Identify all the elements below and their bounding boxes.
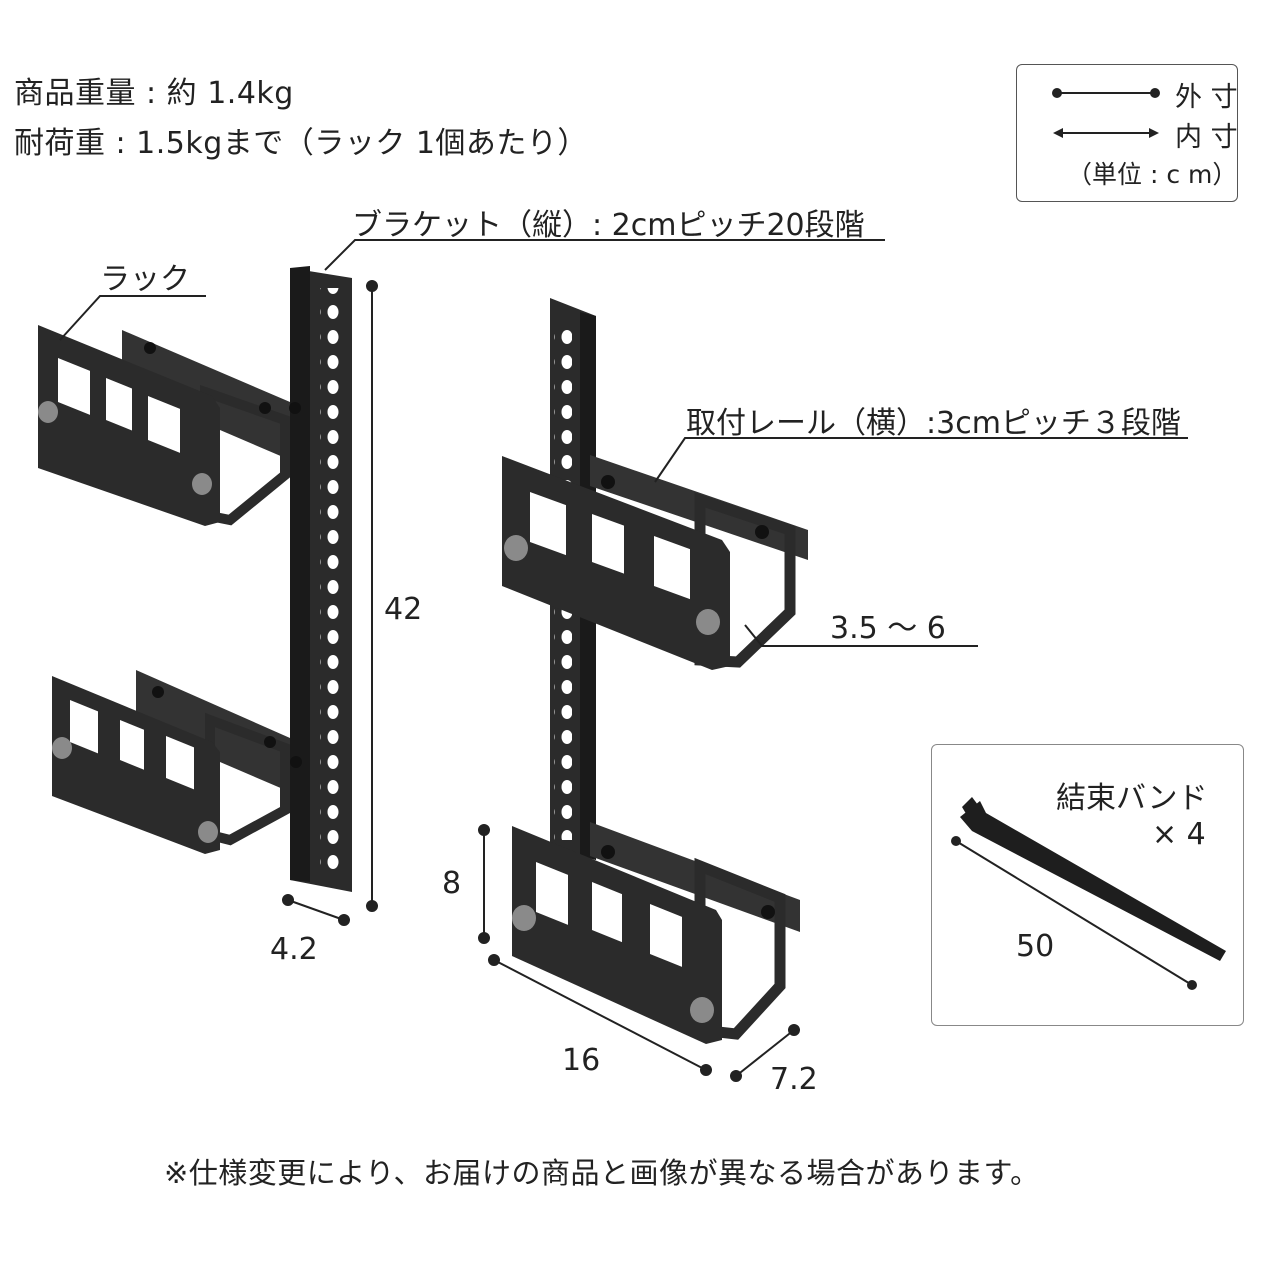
right-lower-rack — [512, 822, 800, 1044]
rack-depth-label: 7.2 — [770, 1062, 818, 1097]
legend-outer-label: 外 寸 — [1175, 82, 1238, 113]
cable-tie-quantity: × 4 — [1152, 817, 1206, 852]
load-capacity-spec: 耐荷重 : 1.5kgまで（ラック 1個あたり） — [14, 126, 588, 161]
left-bracket — [290, 266, 352, 892]
bracket-height-label: 42 — [384, 592, 423, 627]
cable-tie-icon — [951, 797, 1226, 990]
right-upper-rack — [502, 455, 808, 670]
cable-tie-panel: 結束バンド × 4 50 — [931, 744, 1244, 1026]
leader-lines — [59, 239, 1188, 647]
rail-label: 取付レール（横）:3cmピッチ３段階 — [686, 406, 1181, 441]
cable-tie-length: 50 — [1016, 929, 1055, 964]
legend-inner-label: 内 寸 — [1175, 122, 1238, 153]
left-upper-rack — [38, 325, 301, 526]
cable-tie-name: 結束バンド — [1056, 781, 1208, 816]
legend-lines — [1052, 88, 1160, 138]
weight-spec: 商品重量 : 約 1.4kg — [14, 76, 294, 111]
rack-depth-range-label: 3.5 ～ 6 — [830, 611, 946, 646]
bracket-width-label: 4.2 — [270, 932, 318, 967]
rack-height-label: 8 — [442, 866, 462, 901]
dimension-lines — [282, 280, 800, 1082]
left-lower-rack — [52, 670, 302, 854]
rack-width-label: 16 — [562, 1043, 601, 1078]
rack-label: ラック — [100, 262, 190, 297]
legend-unit: （単位 : c m） — [1067, 160, 1238, 189]
dimension-legend: 外 寸 内 寸 （単位 : c m） — [1016, 64, 1238, 202]
disclaimer-note: ※仕様変更により、お届けの商品と画像が異なる場合があります。 — [164, 1156, 1040, 1190]
bracket-label: ブラケット（縦）: 2cmピッチ20段階 — [352, 208, 865, 243]
